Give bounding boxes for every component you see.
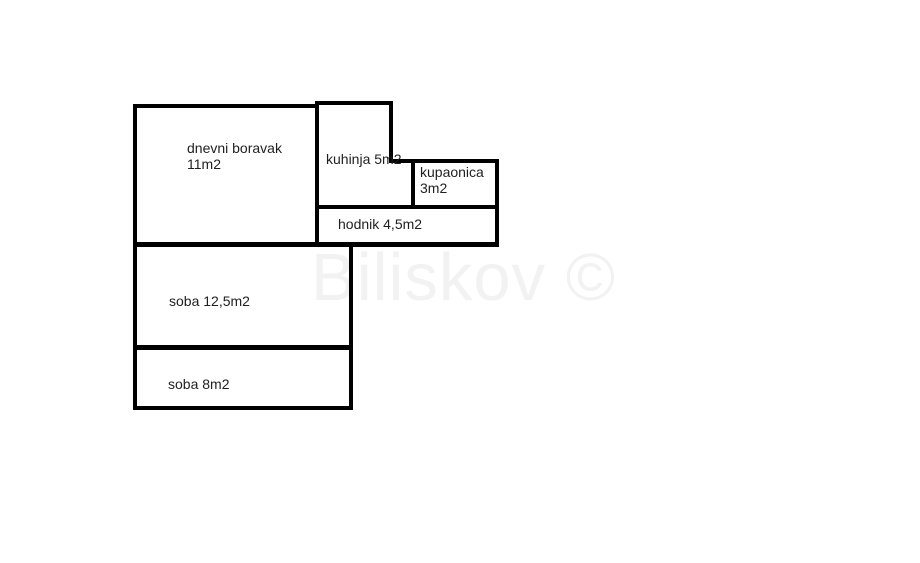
room-label-kuhinja: kuhinja 5m2 xyxy=(326,151,402,167)
room-name: dnevni boravak xyxy=(187,140,282,156)
wall-right-outer xyxy=(495,159,499,247)
room-name: soba 12,5m2 xyxy=(169,293,250,309)
wall-kupaonica-top xyxy=(389,159,499,163)
room-area: 11m2 xyxy=(187,156,221,172)
wall-soba-mala-bottom xyxy=(133,406,353,410)
wall-soba-divider xyxy=(133,345,353,350)
room-label-dnevni-boravak: dnevni boravak 11m2 xyxy=(187,140,282,172)
wall-soba-right xyxy=(349,242,353,410)
room-name: soba 8m2 xyxy=(168,376,230,392)
wall-hodnik-top xyxy=(315,205,499,209)
room-label-soba-velika: soba 12,5m2 xyxy=(169,293,250,309)
room-label-hodnik: hodnik 4,5m2 xyxy=(338,216,422,232)
room-label-soba-mala: soba 8m2 xyxy=(168,376,229,392)
room-label-kupaonica: kupaonica 3m2 xyxy=(420,164,484,196)
room-name: kuhinja 5m2 xyxy=(326,151,402,167)
wall-center xyxy=(315,101,319,247)
room-area: 3m2 xyxy=(420,180,448,196)
room-name: hodnik 4,5m2 xyxy=(338,216,423,232)
watermark-text: Biliskov © xyxy=(311,240,617,315)
wall-kuhinja-right xyxy=(389,101,393,163)
wall-kuhinja-top xyxy=(315,101,393,105)
wall-left-outer xyxy=(133,104,137,410)
wall-dnevni-boravak-top xyxy=(133,104,319,108)
wall-kupaonica-left xyxy=(411,159,415,209)
room-name: kupaonica xyxy=(420,164,484,180)
